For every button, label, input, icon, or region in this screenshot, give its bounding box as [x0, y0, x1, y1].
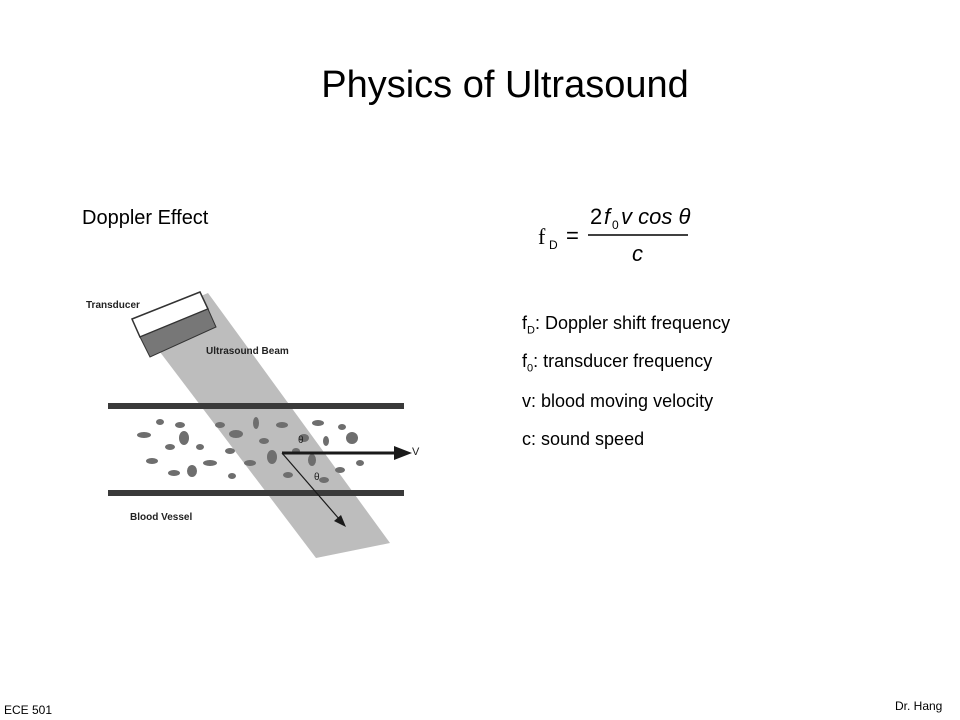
- blood-cell: [253, 417, 259, 429]
- formula-numerator-f-sub: 0: [612, 218, 619, 232]
- doppler-formula: f D = 2 f 0 v cos θ c: [538, 204, 690, 266]
- definition-fd: fD: Doppler shift frequency: [522, 313, 731, 337]
- angle-label-1: θ: [298, 435, 304, 446]
- blood-cell: [175, 422, 185, 428]
- blood-cell: [196, 444, 204, 450]
- blood-cell: [259, 438, 269, 444]
- blood-cell: [299, 434, 309, 442]
- definition-symbol: v: [522, 391, 531, 411]
- formula-lhs-sub: D: [549, 238, 558, 252]
- blood-cell: [146, 458, 158, 464]
- definition-symbol: f: [522, 351, 528, 371]
- blood-cell: [179, 431, 189, 445]
- blood-cells: [137, 417, 364, 483]
- definition-sub: 0: [527, 362, 534, 375]
- beam-arrow-line: [281, 452, 341, 521]
- doppler-diagram: Transducer Ultrasound Beam Blood Vessel …: [60, 275, 440, 575]
- blood-cell: [165, 444, 175, 450]
- definition-f0: f0: transducer frequency: [522, 351, 713, 375]
- vessel-wall-top: [108, 403, 404, 409]
- definition-symbol: c: [522, 429, 531, 449]
- footer-course: ECE 501: [4, 703, 53, 717]
- blood-cell: [312, 420, 324, 426]
- blood-cell: [137, 432, 151, 438]
- velocity-arrow-head: [394, 446, 412, 460]
- blood-cell: [338, 424, 346, 430]
- blood-cell: [276, 422, 288, 428]
- vessel-wall-bottom: [108, 490, 404, 496]
- formula-numerator-rest: v cos θ: [621, 204, 690, 229]
- definition-v: v: blood moving velocity: [522, 391, 713, 412]
- blood-cell: [187, 465, 197, 477]
- blood-cell: [283, 472, 293, 478]
- definition-text: : Doppler shift frequency: [534, 313, 731, 333]
- formula-numerator-coef: 2: [590, 204, 602, 229]
- angle-label-2: θ: [314, 472, 320, 483]
- blood-cell: [346, 432, 358, 444]
- blood-cell: [308, 454, 316, 466]
- transducer-face: [139, 308, 217, 358]
- formula-denominator: c: [632, 241, 643, 266]
- blood-cell: [319, 477, 329, 483]
- formula-numerator-f: f: [604, 204, 613, 229]
- formula-equals: =: [566, 223, 579, 248]
- definition-symbol: f: [522, 313, 528, 333]
- beam-arrow-head: [334, 515, 346, 527]
- definition-text: : blood moving velocity: [531, 391, 714, 411]
- blood-cell: [335, 467, 345, 473]
- blood-cell: [203, 460, 217, 466]
- velocity-label: V: [412, 446, 420, 458]
- footer-author: Dr. Hang: [895, 699, 943, 713]
- slide-title: Physics of Ultrasound: [321, 64, 689, 106]
- beam-label: Ultrasound Beam: [206, 346, 289, 357]
- blood-cell: [244, 460, 256, 466]
- blood-cell: [225, 448, 235, 454]
- slide-subtitle: Doppler Effect: [82, 207, 209, 229]
- definition-text: : transducer frequency: [533, 351, 713, 371]
- definition-text: : sound speed: [531, 429, 645, 449]
- blood-cell: [168, 470, 180, 476]
- blood-vessel-label: Blood Vessel: [130, 512, 192, 523]
- definition-sub: D: [527, 324, 535, 337]
- formula-lhs: f: [538, 224, 546, 249]
- definition-c: c: sound speed: [522, 429, 644, 450]
- blood-cell: [356, 460, 364, 466]
- blood-cell: [267, 450, 277, 464]
- blood-cell: [229, 430, 243, 438]
- blood-cell: [156, 419, 164, 425]
- blood-cell: [215, 422, 225, 428]
- blood-cell: [323, 436, 329, 446]
- blood-cell: [228, 473, 236, 479]
- transducer-label: Transducer: [86, 300, 140, 311]
